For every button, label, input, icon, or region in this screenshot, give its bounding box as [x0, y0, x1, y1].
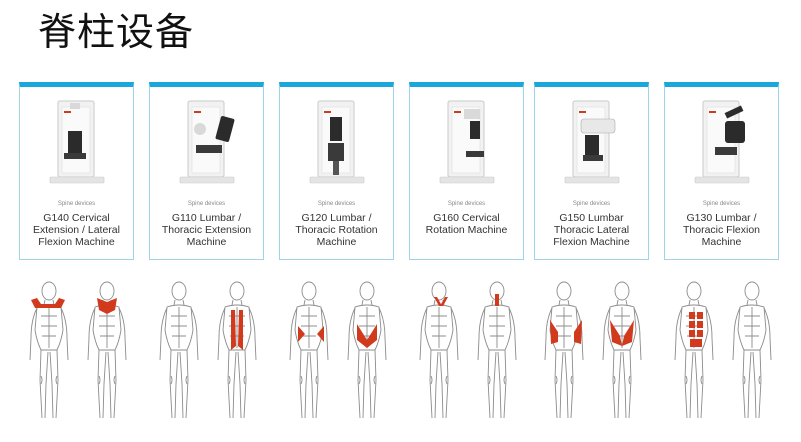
- device-card-g120[interactable]: Spine devices G120 Lumbar / Thoracic Rot…: [279, 82, 394, 260]
- abdominals-icon: [674, 281, 772, 419]
- card-category: Spine devices: [187, 201, 226, 207]
- rotation-machine-icon: [309, 100, 365, 184]
- card-title[interactable]: G160 Cervical Rotation Machine: [425, 212, 508, 236]
- neck-muscles-icon: [29, 281, 127, 419]
- card-category: Spine devices: [317, 201, 356, 207]
- lateral-flexion-machine-icon: [564, 100, 620, 184]
- device-card-g150[interactable]: Spine devices G150 Lumbar Thoracic Later…: [534, 82, 649, 260]
- neck-rotators-icon: [419, 281, 517, 419]
- card-category: Spine devices: [572, 201, 611, 207]
- device-card-g160[interactable]: Spine devices G160 Cervical Rotation Mac…: [409, 82, 524, 260]
- card-category: Spine devices: [447, 201, 486, 207]
- back-extensors-icon: [159, 281, 257, 419]
- extension-machine-icon: [179, 100, 235, 184]
- flexion-machine-icon: [694, 100, 750, 184]
- card-title[interactable]: G150 Lumbar Thoracic Lateral Flexion Mac…: [553, 212, 630, 248]
- device-card-g110[interactable]: Spine devices G110 Lumbar / Thoracic Ext…: [149, 82, 264, 260]
- device-card-g130[interactable]: Spine devices G130 Lumbar / Thoracic Fle…: [664, 82, 779, 260]
- device-card-g140[interactable]: Spine devices G140 Cervical Extension / …: [19, 82, 134, 260]
- card-category: Spine devices: [702, 201, 741, 207]
- card-title[interactable]: G140 Cervical Extension / Lateral Flexio…: [33, 212, 120, 248]
- lateral-flexors-icon: [544, 281, 642, 419]
- cervical-rotation-machine-icon: [439, 100, 495, 184]
- page-title: 脊柱设备: [38, 10, 195, 54]
- card-title[interactable]: G120 Lumbar / Thoracic Rotation Machine: [295, 212, 378, 248]
- card-title[interactable]: G110 Lumbar / Thoracic Extension Machine: [161, 212, 252, 248]
- card-title[interactable]: G130 Lumbar / Thoracic Flexion Machine: [682, 212, 761, 248]
- obliques-icon: [289, 281, 387, 419]
- card-category: Spine devices: [57, 201, 96, 207]
- cervical-machine-icon: [49, 100, 105, 184]
